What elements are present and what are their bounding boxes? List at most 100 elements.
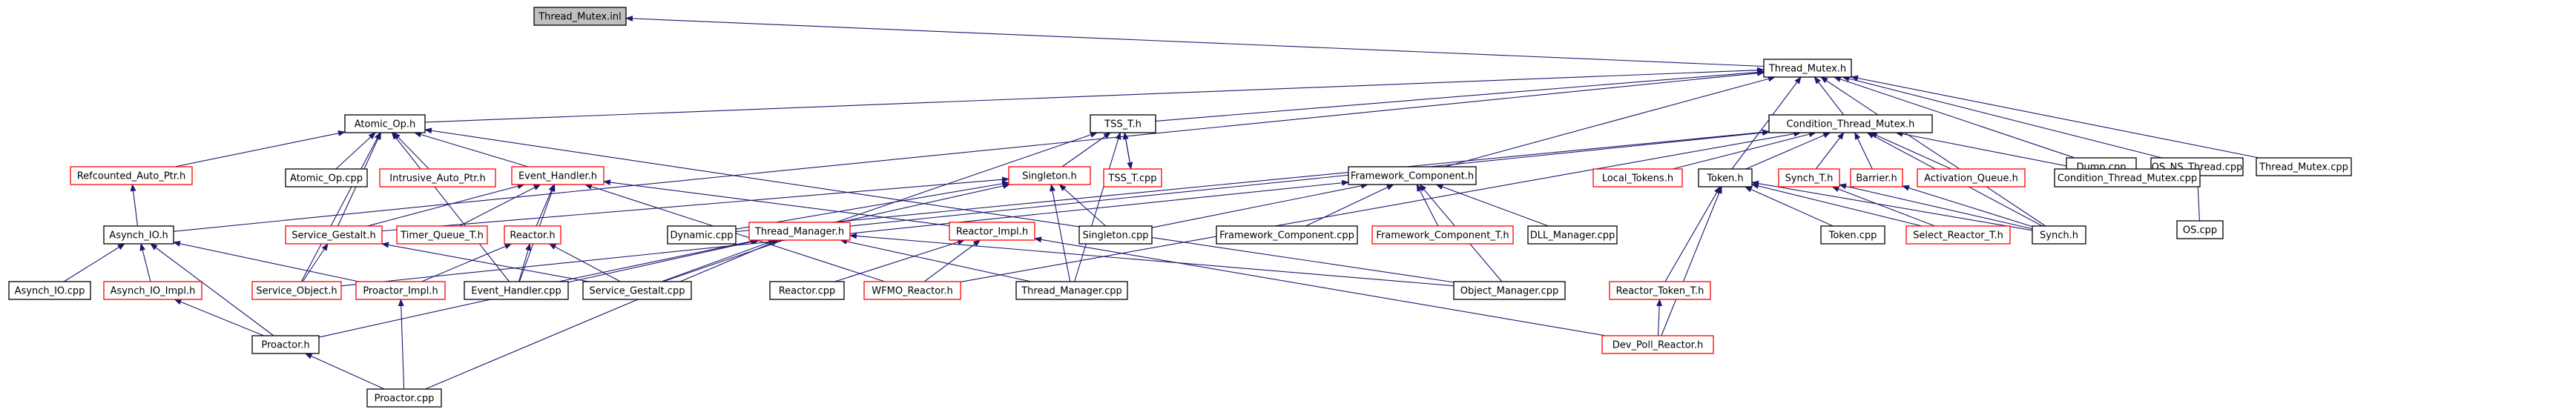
- node-box[interactable]: [396, 225, 488, 245]
- node-reactor-token-t-h[interactable]: Reactor_Token_T.h: [1609, 281, 1711, 300]
- node-barrier-h[interactable]: Barrier.h: [1850, 168, 1903, 187]
- node-box[interactable]: [2176, 220, 2224, 239]
- node-box[interactable]: [2032, 225, 2086, 245]
- node-os-cpp[interactable]: OS.cpp: [2176, 220, 2224, 239]
- node-proactor-h[interactable]: Proactor.h: [251, 335, 320, 354]
- node-token-cpp[interactable]: Token.cpp: [1820, 225, 1885, 245]
- node-thread-manager-h[interactable]: Thread_Manager.h: [748, 222, 851, 241]
- node-framework-component-t-h[interactable]: Framework_Component_T.h: [1371, 225, 1514, 245]
- node-token-h[interactable]: Token.h: [1698, 168, 1753, 187]
- node-wfmo-reactor-h[interactable]: WFMO_Reactor.h: [863, 281, 961, 300]
- node-service-gestalt-cpp[interactable]: Service_Gestalt.cpp: [582, 281, 692, 300]
- node-atomic-op-h[interactable]: Atomic_Op.h: [344, 114, 426, 133]
- node-box[interactable]: [285, 225, 383, 245]
- node-singleton-cpp[interactable]: Singleton.cpp: [1078, 225, 1153, 245]
- node-root[interactable]: Thread_Mutex.inl: [533, 7, 627, 26]
- node-singleton-h[interactable]: Singleton.h: [1008, 166, 1091, 185]
- node-service-object-h[interactable]: Service_Object.h: [251, 281, 342, 300]
- node-box[interactable]: [1905, 225, 2011, 245]
- node-box[interactable]: [344, 114, 426, 133]
- node-reactor-impl-h[interactable]: Reactor_Impl.h: [949, 222, 1035, 241]
- node-event-handler-cpp[interactable]: Event_Handler.cpp: [464, 281, 569, 300]
- node-box[interactable]: [1527, 225, 1618, 245]
- node-box[interactable]: [1601, 335, 1714, 354]
- node-dynamic-cpp[interactable]: Dynamic.cpp: [667, 225, 737, 245]
- node-thread-mutex-cpp[interactable]: Thread_Mutex.cpp: [2256, 157, 2352, 176]
- node-box[interactable]: [949, 222, 1035, 241]
- node-synch-t-h[interactable]: Synch_T.h: [1778, 168, 1840, 187]
- node-thread-manager-cpp[interactable]: Thread_Manager.cpp: [1015, 281, 1128, 300]
- node-box[interactable]: [1592, 168, 1683, 187]
- node-event-handler-h[interactable]: Event_Handler.h: [511, 166, 605, 185]
- node-refcounted-auto-ptr-h[interactable]: Refcounted_Auto_Ptr.h: [70, 166, 193, 185]
- node-box[interactable]: [251, 281, 342, 300]
- node-box[interactable]: [582, 281, 692, 300]
- node-box[interactable]: [1103, 168, 1162, 187]
- node-box[interactable]: [1348, 166, 1477, 185]
- node-box[interactable]: [1453, 281, 1566, 300]
- node-synch-h[interactable]: Synch.h: [2032, 225, 2086, 245]
- node-condition-thread-mutex-h[interactable]: Condition_Thread_Mutex.h: [1768, 114, 1933, 133]
- node-box[interactable]: [1850, 168, 1903, 187]
- node-framework-component-cpp[interactable]: Framework_Component.cpp: [1216, 225, 1358, 245]
- node-tss-t-h[interactable]: TSS_T.h: [1090, 114, 1156, 133]
- node-box[interactable]: [366, 388, 442, 408]
- node-reactor-h[interactable]: Reactor.h: [504, 225, 561, 245]
- node-timer-queue-t-h[interactable]: Timer_Queue_T.h: [396, 225, 488, 245]
- node-box[interactable]: [863, 281, 961, 300]
- node-box[interactable]: [1015, 281, 1128, 300]
- node-box[interactable]: [70, 166, 193, 185]
- node-reactor-cpp[interactable]: Reactor.cpp: [769, 281, 845, 300]
- node-asynch-io-impl-h[interactable]: Asynch_IO_Impl.h: [103, 281, 202, 300]
- node-box[interactable]: [2256, 157, 2352, 176]
- node-asynch-io-cpp[interactable]: Asynch_IO.cpp: [8, 281, 91, 300]
- node-box[interactable]: [504, 225, 561, 245]
- node-dev-poll-reactor-h[interactable]: Dev_Poll_Reactor.h: [1601, 335, 1714, 354]
- node-tss-t-cpp[interactable]: TSS_T.cpp: [1103, 168, 1162, 187]
- node-intrusive-auto-ptr-h[interactable]: Intrusive_Auto_Ptr.h: [379, 168, 496, 187]
- node-box[interactable]: [667, 225, 737, 245]
- node-box[interactable]: [1763, 59, 1852, 78]
- node-activation-queue-h[interactable]: Activation_Queue.h: [1917, 168, 2026, 187]
- node-box[interactable]: [1768, 114, 1933, 133]
- edge-framework_component_t_h-to-framework_component_h: [1416, 184, 1439, 227]
- node-box[interactable]: [1778, 168, 1840, 187]
- node-box[interactable]: [251, 335, 320, 354]
- node-box[interactable]: [103, 225, 174, 245]
- node-condition-thread-mutex-cpp[interactable]: Condition_Thread_Mutex.cpp: [2054, 168, 2201, 187]
- node-box[interactable]: [1090, 114, 1156, 133]
- node-box[interactable]: [1371, 225, 1514, 245]
- edge-tss_t_h-to-thread_mutex_h: [1155, 69, 1765, 122]
- node-proactor-cpp[interactable]: Proactor.cpp: [366, 388, 442, 408]
- node-box[interactable]: [748, 222, 851, 241]
- node-box[interactable]: [1216, 225, 1358, 245]
- node-box[interactable]: [1820, 225, 1885, 245]
- node-box[interactable]: [1609, 281, 1711, 300]
- node-object-manager-cpp[interactable]: Object_Manager.cpp: [1453, 281, 1566, 300]
- node-box[interactable]: [511, 166, 605, 185]
- node-box[interactable]: [355, 281, 446, 300]
- node-box[interactable]: [8, 281, 91, 300]
- node-framework-component-h[interactable]: Framework_Component.h: [1348, 166, 1477, 185]
- node-thread-mutex-h[interactable]: Thread_Mutex.h: [1763, 59, 1852, 78]
- node-box[interactable]: [1078, 225, 1153, 245]
- node-box[interactable]: [533, 7, 627, 26]
- node-box[interactable]: [1698, 168, 1753, 187]
- node-box[interactable]: [379, 168, 496, 187]
- node-label: Synch_T.h: [1785, 173, 1834, 185]
- node-select-reactor-t-h[interactable]: Select_Reactor_T.h: [1905, 225, 2011, 245]
- node-box[interactable]: [103, 281, 202, 300]
- node-local-tokens-h[interactable]: Local_Tokens.h: [1592, 168, 1683, 187]
- node-box[interactable]: [1008, 166, 1091, 185]
- node-box[interactable]: [2054, 168, 2201, 187]
- node-dll-manager-cpp[interactable]: DLL_Manager.cpp: [1527, 225, 1618, 245]
- node-box[interactable]: [285, 168, 368, 187]
- node-service-gestalt-h[interactable]: Service_Gestalt.h: [285, 225, 383, 245]
- node-proactor-impl-h[interactable]: Proactor_Impl.h: [355, 281, 446, 300]
- node-atomic-op-cpp[interactable]: Atomic_Op.cpp: [285, 168, 368, 187]
- node-box[interactable]: [1917, 168, 2026, 187]
- node-label: Dev_Poll_Reactor.h: [1613, 340, 1703, 351]
- node-box[interactable]: [769, 281, 845, 300]
- node-box[interactable]: [464, 281, 569, 300]
- node-asynch-io-h[interactable]: Asynch_IO.h: [103, 225, 174, 245]
